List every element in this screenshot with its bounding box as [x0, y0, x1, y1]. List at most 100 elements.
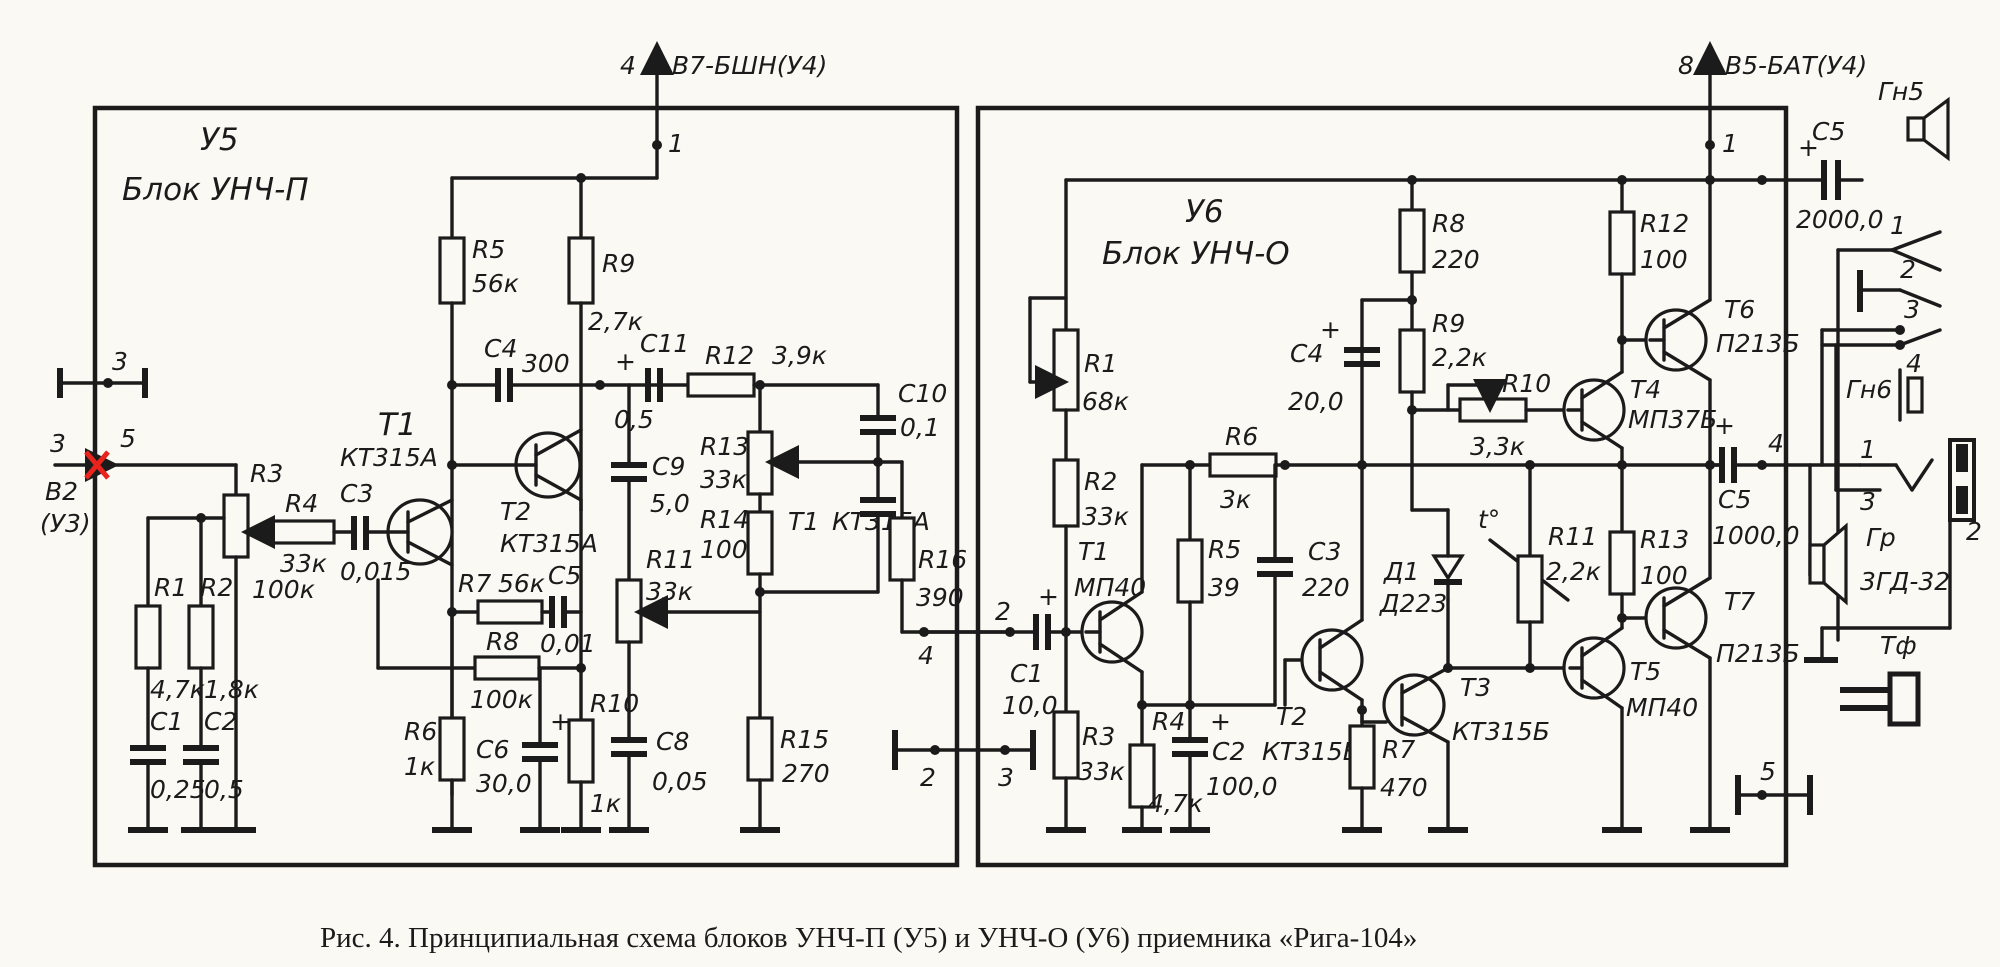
block-u6-id: У6	[1185, 194, 1224, 230]
u6-r3-value: 33к	[1078, 757, 1125, 786]
ext-jack-pin-3: 3	[1904, 295, 1920, 324]
u5-t2-value: КТ315А	[500, 529, 598, 558]
u6-d1-id: Д1	[1383, 557, 1419, 586]
block-u5-id: У5	[200, 122, 239, 158]
u5-r6-value: 1к	[404, 752, 435, 781]
u5-r2	[187, 604, 215, 670]
u5-top-pin: 4	[620, 51, 636, 80]
u6-r7-id: R7	[1382, 735, 1415, 764]
u6-t4-value: МП37Б	[1628, 405, 1717, 434]
u5-r10	[567, 718, 595, 784]
u5-out-pin: 4	[918, 641, 934, 670]
u6-r13-id: R13	[1640, 525, 1689, 554]
u5-c7-id: C9	[652, 452, 685, 481]
u5-r6	[438, 716, 466, 782]
u6-t5-id: T5	[1630, 657, 1661, 686]
u5-r14	[746, 510, 774, 576]
u5-r15	[746, 716, 774, 782]
u6-r4-id: R4	[1152, 707, 1185, 736]
u6-t7-value: П213Б	[1716, 639, 1800, 668]
u5-c6-plus: +	[550, 707, 571, 736]
u5-gnd-pin-2: 2	[920, 763, 936, 792]
u5-r11	[615, 578, 643, 644]
u5-r8-id: R8	[486, 627, 519, 656]
ext-jack-pin-2: 2	[1900, 255, 1916, 284]
u6-c4-value: 20,0	[1288, 387, 1344, 416]
u6-r12-id: R12	[1640, 209, 1689, 238]
u5-top-node: 1	[668, 129, 684, 158]
u5-top-connection: В7-БШН(У4)	[672, 51, 827, 80]
ext-jack-pin-1: 1	[1890, 211, 1906, 240]
u6-r13-value: 100	[1640, 561, 1688, 590]
u6-c4-id: C4	[1290, 339, 1323, 368]
u5-c3-id: C3	[340, 479, 373, 508]
u6-c5-id: C5	[1718, 485, 1751, 514]
u5-r3-value: 100к	[252, 575, 315, 604]
u6-r1	[1052, 328, 1080, 412]
u6-c2-plus: +	[1210, 707, 1231, 736]
block-u5-title: Блок УНЧ-П	[122, 172, 309, 208]
ext-jack-pin-3b: 3	[1860, 487, 1876, 516]
u5-c11-id: T1	[788, 507, 819, 536]
u5-r1	[134, 604, 162, 670]
u6-r1-id: R1	[1084, 349, 1117, 378]
u6-d1	[1431, 554, 1465, 581]
ext-jack-pin-4: 4	[1906, 349, 1922, 378]
ext-phones-label: Тф	[1880, 631, 1917, 660]
u5-r13-id: R13	[700, 432, 749, 461]
ext-c5-value: 2000,0	[1796, 205, 1883, 234]
u5-r11-value: 33к	[646, 577, 693, 606]
block-u5-frame	[92, 105, 960, 868]
u6-t6-id: T6	[1724, 295, 1755, 324]
u6-t2	[1300, 628, 1364, 692]
u6-t5-value: МП40	[1626, 693, 1698, 722]
u6-r5-value: 39	[1208, 573, 1240, 602]
u6-r9-id: R9	[1432, 309, 1465, 338]
u6-r6-id: R6	[1225, 422, 1258, 451]
u6-r2	[1052, 458, 1080, 528]
u6-r10-value: 3,3к	[1470, 432, 1525, 461]
u6-r2-value: 33к	[1082, 502, 1129, 531]
u6-c2-value: 100,0	[1206, 772, 1278, 801]
u5-r10-value: 1к	[590, 789, 621, 818]
u5-r7-id: R7	[458, 569, 491, 598]
u5-r16-id: R16	[918, 545, 967, 574]
u5-t2-id: T2	[500, 497, 531, 526]
u6-r4-value: 4,7к	[1148, 789, 1203, 818]
u6-r5-id: R5	[1208, 535, 1241, 564]
ext-jack-pin-1b: 1	[1860, 435, 1876, 464]
u6-t5	[1562, 636, 1626, 700]
u6-c3-value: 220	[1302, 573, 1350, 602]
u5-ext-connection: В2	[45, 477, 78, 506]
u5-r4-value: 33к	[280, 549, 327, 578]
u6-t1	[1080, 600, 1144, 664]
u5-r3	[222, 493, 250, 559]
u5-c9-value: 0,5	[614, 405, 654, 434]
u5-t1-value: КТ315А	[340, 443, 438, 472]
u6-r3	[1052, 710, 1080, 780]
u5-c9-id: C11	[640, 329, 689, 358]
ext-gn5-label: Гн5	[1878, 77, 1924, 106]
u5-ext-connection-sub: (У3)	[40, 509, 91, 538]
ext-gn6-label: Гн6	[1846, 375, 1892, 404]
u5-r13	[746, 430, 774, 496]
u6-r7-value: 470	[1380, 773, 1428, 802]
block-u6-title: Блок УНЧ-О	[1102, 236, 1290, 272]
u5-r14-value: 100	[700, 535, 748, 564]
u5-r8	[473, 655, 541, 681]
u5-pin-5: 5	[120, 424, 136, 453]
u5-r4	[268, 519, 336, 545]
u5-c4-value: 300	[522, 349, 570, 378]
u6-t7-id: T7	[1724, 587, 1755, 616]
u6-r6-value: 3к	[1220, 485, 1251, 514]
u6-c5-value: 1000,0	[1712, 521, 1799, 550]
u6-t4-id: T4	[1630, 375, 1661, 404]
u6-top-node: 1	[1722, 129, 1738, 158]
u5-r12-value: 3,9к	[772, 341, 827, 370]
u5-r1-id: R1	[154, 573, 187, 602]
u6-r11	[1516, 554, 1544, 624]
u6-r11-value: 2,2к	[1546, 557, 1601, 586]
u5-r3-id: R3	[250, 459, 283, 488]
u5-c7-value: 5,0	[650, 489, 690, 518]
